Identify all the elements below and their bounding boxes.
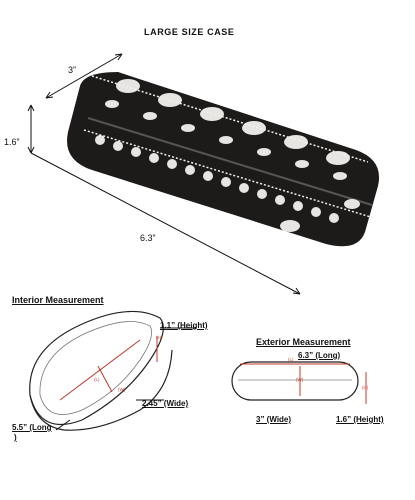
interior-wide-label: 2.45” (Wide) xyxy=(142,399,189,408)
page-title: LARGE SIZE CASE xyxy=(144,27,235,37)
dimension-length: 6.3” xyxy=(140,233,156,243)
exterior-long-label: 6.3” (Long) xyxy=(298,351,341,360)
interior-height-label: 1.1” (Height) xyxy=(160,321,208,330)
exterior-marker-l: (L) xyxy=(288,357,294,362)
dimension-width: 3” xyxy=(68,65,77,75)
exterior-marker-w: (W) xyxy=(296,377,304,382)
exterior-marker-h: (H) xyxy=(362,385,369,390)
interior-marker-w: (W) xyxy=(118,387,126,392)
dimension-height: 1.6” xyxy=(4,137,20,147)
exterior-wide-label: 3” (Wide) xyxy=(256,415,292,424)
interior-marker-h: (H) xyxy=(156,335,163,340)
interior-marker-l: (L) xyxy=(94,377,100,382)
interior-heading: Interior Measurement xyxy=(12,295,104,305)
dimension-lines xyxy=(27,53,301,295)
interior-case-diagram xyxy=(29,310,173,431)
exterior-heading: Exterior Measurement xyxy=(256,337,351,347)
exterior-case-diagram xyxy=(231,361,367,404)
interior-long-label: 5.5” (Long xyxy=(12,423,52,432)
patterned-case-photo xyxy=(67,72,380,247)
interior-long-tail: ) xyxy=(14,433,17,442)
exterior-height-label: 1.6” (Height) xyxy=(336,415,384,424)
